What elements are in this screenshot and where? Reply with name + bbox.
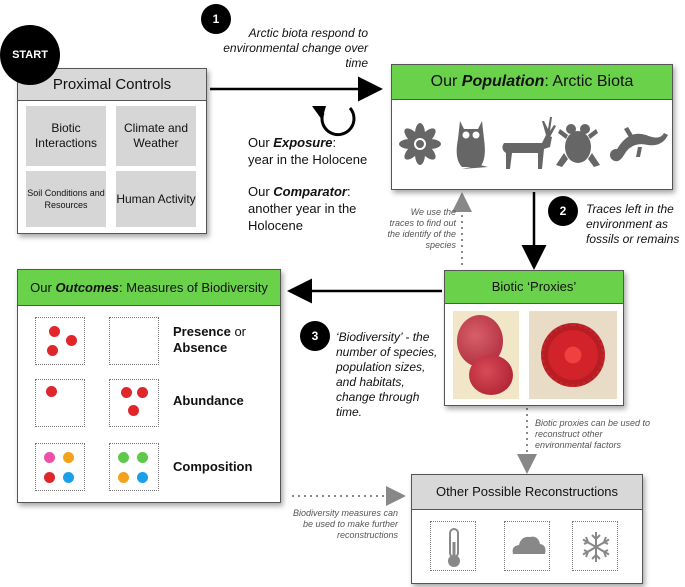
outcomes-box: Our Outcomes: Measures of Biodiversity P…: [17, 269, 281, 503]
trace-note: We use the traces to find out the identi…: [387, 207, 456, 250]
owl-icon: [456, 121, 488, 169]
cycle-icon: [312, 106, 356, 137]
proxies-box: Biotic ‘Proxies’: [444, 270, 624, 406]
reconstructions-box: Other Possible Reconstructions: [411, 474, 643, 584]
abundance-low-box: [35, 379, 85, 427]
composition-label: Composition: [173, 459, 253, 474]
composition-box-a: [35, 443, 85, 491]
proximal-controls-box: Proximal Controls Biotic Interactions Cl…: [17, 68, 207, 234]
proxy-note: Biotic proxies can be used to reconstruc…: [535, 418, 651, 450]
proxies-title: Biotic ‘Proxies’: [445, 271, 623, 304]
absence-sample-box: [109, 317, 159, 365]
cell-human-activity: Human Activity: [116, 171, 196, 227]
outcomes-title: Our Outcomes: Measures of Biodiversity: [18, 270, 280, 306]
population-title: Our Population: Arctic Biota: [392, 65, 672, 100]
composition-box-b: [109, 443, 159, 491]
cell-biotic-interactions: Biotic Interactions: [26, 106, 106, 166]
lizard-icon: [610, 127, 668, 162]
exposure-text: Our Exposure: year in the Holocene: [248, 135, 368, 167]
abundance-high-box: [109, 379, 159, 427]
precipitation-box: [504, 521, 550, 571]
snowflake-icon: [582, 532, 610, 562]
step-2-badge: 2: [548, 196, 578, 226]
start-label: START: [12, 49, 48, 61]
snow-box: [572, 521, 618, 571]
presence-sample-box: [35, 317, 85, 365]
start-badge: START: [0, 25, 60, 85]
reconstructions-title: Other Possible Reconstructions: [412, 475, 642, 510]
frog-icon: [556, 124, 600, 167]
pollen-grain-image: [453, 311, 519, 399]
abundance-label: Abundance: [173, 393, 244, 408]
population-icons: [399, 117, 668, 169]
thermometer-icon: [448, 528, 460, 567]
biodiversity-note: Biodiversity measures can be used to mak…: [292, 508, 398, 540]
cell-soil-conditions: Soil Conditions and Resources: [26, 171, 106, 227]
step-1-badge: 1: [201, 4, 231, 34]
comparator-text: Our Comparator: another year in the Holo…: [248, 184, 357, 233]
temperature-box: [430, 521, 476, 571]
step-1-text: Arctic biota respond to environmental ch…: [223, 26, 368, 70]
spore-image: [529, 311, 617, 399]
cell-climate-weather: Climate and Weather: [116, 106, 196, 166]
step-3-text: ‘Biodiversity’ - the number of species, …: [336, 330, 438, 419]
deer-icon: [502, 117, 556, 169]
flower-icon: [399, 123, 441, 165]
population-box: Our Population: Arctic Biota: [391, 64, 673, 190]
step-3-badge: 3: [300, 321, 330, 351]
cloud-icon: [512, 536, 546, 554]
step-2-text: Traces left in the environment as fossil…: [586, 202, 680, 246]
presence-absence-label: Presence or Absence: [173, 324, 246, 355]
